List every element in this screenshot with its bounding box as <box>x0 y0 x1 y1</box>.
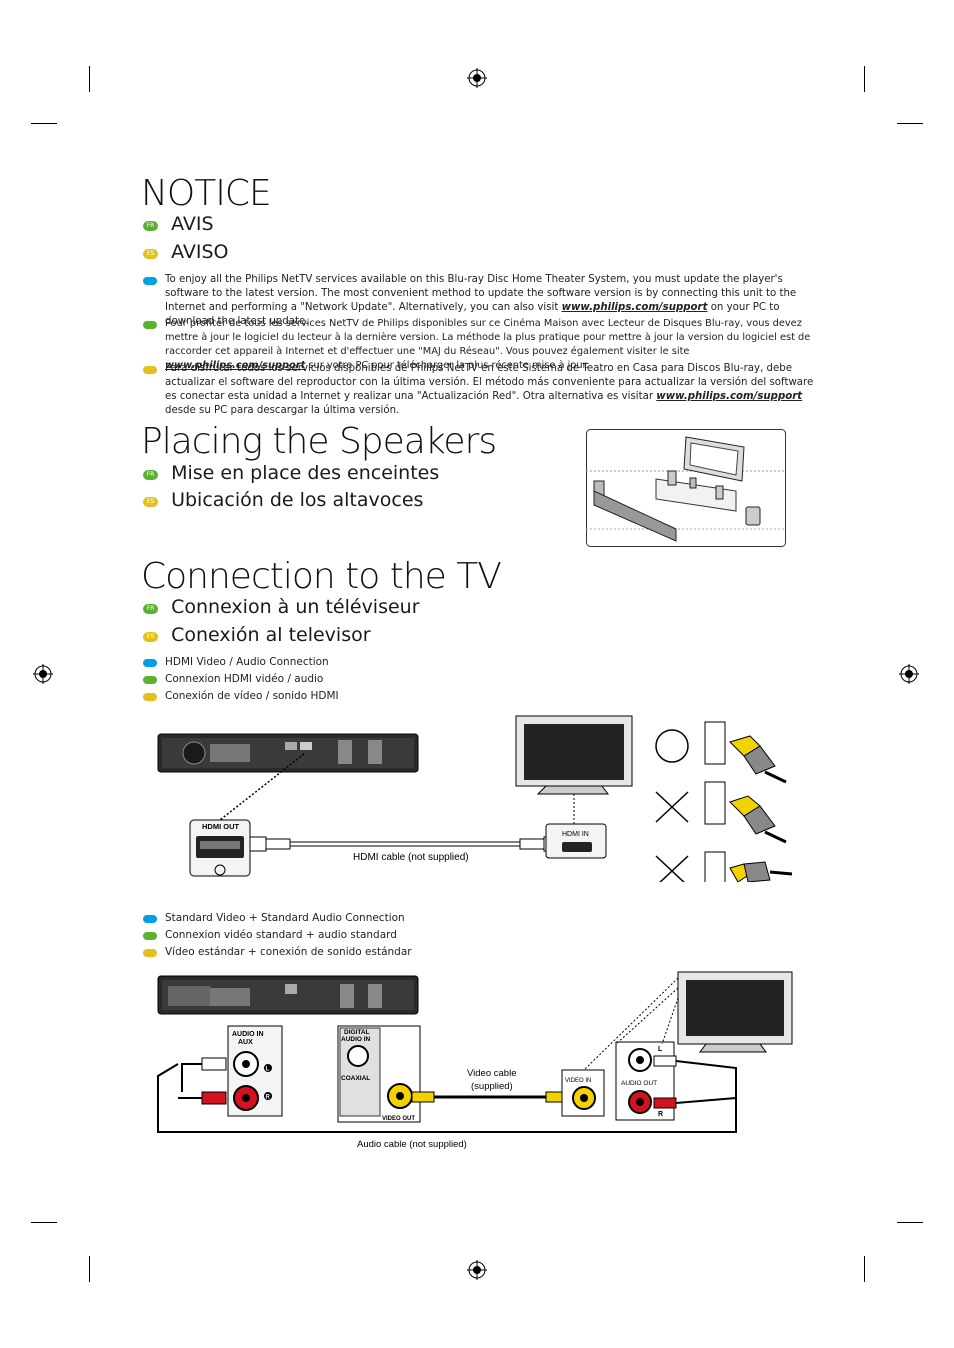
video-in-label: VIDEO IN <box>565 1078 591 1084</box>
audio-cable-label: Audio cable (not supplied) <box>357 1139 467 1150</box>
speakers-fr-heading: FR Mise en place des enceintes <box>143 464 439 483</box>
en-bullet-icon <box>143 277 157 285</box>
hdmi-connection-diagram: HDMI OUT HDMI cable (not supplied) HDMI … <box>157 715 793 882</box>
notice-es-heading: ES AVISO <box>143 243 229 262</box>
crop-mark <box>89 66 90 92</box>
crop-mark <box>864 1256 865 1282</box>
connection-es-heading: ES Conexión al televisor <box>143 626 371 645</box>
fr-bullet-icon <box>143 676 157 684</box>
hdmi-cable-label: HDMI cable (not supplied) <box>353 852 469 863</box>
tv-illustration <box>515 715 633 824</box>
audio-out-label: AUDIO OUT <box>621 1080 657 1087</box>
hdmi-fr-label: Connexion HDMI vidéo / audio <box>165 673 324 685</box>
connection-fr-title: Connexion à un téléviseur <box>171 596 420 618</box>
std-es-label: Vídeo estándar + conexión de sonido está… <box>165 946 412 958</box>
digital-audio-in-label: AUDIO IN <box>341 1036 371 1043</box>
std-en-label: Standard Video + Standard Audio Connecti… <box>165 912 405 924</box>
connection-fr-heading: FR Connexion à un téléviseur <box>143 598 420 617</box>
crop-mark <box>89 1256 90 1282</box>
speaker-placement-illustration <box>586 429 786 547</box>
hdmi-in-label: HDMI IN <box>562 831 589 838</box>
support-link[interactable]: www.philips.com/support <box>656 391 803 402</box>
crop-mark <box>31 123 57 124</box>
en-bullet-icon <box>143 659 157 667</box>
registration-mark-icon <box>467 1260 487 1280</box>
fr-language-tag: FR <box>143 603 158 614</box>
support-link[interactable]: www.philips.com/support <box>165 360 306 371</box>
coaxial-jack <box>347 1045 369 1067</box>
support-link[interactable]: www.philips.com/support <box>561 302 708 313</box>
fr-language-tag: FR <box>143 469 158 480</box>
es-language-tag: ES <box>143 631 158 642</box>
registration-mark-icon <box>467 68 487 88</box>
speakers-es-heading: ES Ubicación de los altavoces <box>143 491 423 510</box>
es-bullet-icon <box>143 949 157 957</box>
hdmi-plug-icon <box>704 721 787 784</box>
es-language-tag: ES <box>143 248 158 259</box>
fr-language-tag: FR <box>143 220 158 231</box>
digital-label: DIGITAL <box>344 1029 370 1036</box>
coaxial-label: COAXIAL <box>341 1075 370 1082</box>
video-cable-supplied-label: (supplied) <box>471 1081 513 1092</box>
hdmi-plug-icon <box>704 851 793 882</box>
es-language-tag: ES <box>143 496 158 507</box>
hdmi-out-port-callout <box>189 819 251 877</box>
speakers-title: Placing the Speakers <box>141 421 497 462</box>
player-rear-panel <box>157 733 419 773</box>
audio-in-aux-label: AUDIO IN <box>232 1031 264 1038</box>
hdmi-en-label: HDMI Video / Audio Connection <box>165 656 329 668</box>
notice-fr-title: AVIS <box>171 213 214 235</box>
notice-es-paragraph: Para disfrutar todos los servicios dispo… <box>165 363 814 416</box>
connection-title: Connection to the TV <box>141 556 502 597</box>
tv-l-label: L <box>658 1046 663 1053</box>
speakers-fr-title: Mise en place des enceintes <box>171 462 440 484</box>
notice-fr-paragraph: Pour profiter de tous les services NetTV… <box>165 318 811 371</box>
hdmi-es-label: Conexión de vídeo / sonido HDMI <box>165 690 339 702</box>
player-rear-panel <box>157 975 419 1015</box>
notice-fr-heading: FR AVIS <box>143 215 214 234</box>
aux-l-label: L <box>266 1067 270 1073</box>
crop-mark <box>31 1222 57 1223</box>
es-bullet-icon <box>143 366 157 374</box>
notice-title: NOTICE <box>141 173 272 214</box>
crop-mark <box>897 123 923 124</box>
aux-r-label: R <box>266 1095 271 1101</box>
wrong-mark-icon <box>655 791 689 823</box>
notice-en-paragraph: To enjoy all the Philips NetTV services … <box>165 274 797 327</box>
speakers-es-title: Ubicación de los altavoces <box>171 489 424 511</box>
tv-r-label: R <box>658 1111 663 1118</box>
en-bullet-icon <box>143 915 157 923</box>
tv-illustration <box>583 971 793 1071</box>
correct-mark-icon <box>655 729 689 763</box>
es-bullet-icon <box>143 693 157 701</box>
fr-bullet-icon <box>143 932 157 940</box>
notice-es-title: AVISO <box>171 241 229 263</box>
hdmi-plug-icon <box>704 781 787 844</box>
fr-bullet-icon <box>143 321 157 329</box>
video-cable-label: Video cable <box>467 1068 516 1079</box>
wrong-mark-icon <box>655 855 689 882</box>
crop-mark <box>897 1222 923 1223</box>
video-out-label: VIDEO OUT <box>382 1116 415 1122</box>
aux-label: AUX <box>238 1039 253 1046</box>
connection-es-title: Conexión al televisor <box>171 624 371 646</box>
standard-connection-diagram: AUDIO IN AUX L R DIGITAL AUDIO IN COAXIA… <box>157 971 793 1150</box>
crop-mark <box>864 66 865 92</box>
registration-mark-icon <box>899 664 919 684</box>
hdmi-out-label: HDMI OUT <box>202 822 239 831</box>
registration-mark-icon <box>33 664 53 684</box>
std-fr-label: Connexion vidéo standard + audio standar… <box>165 929 397 941</box>
